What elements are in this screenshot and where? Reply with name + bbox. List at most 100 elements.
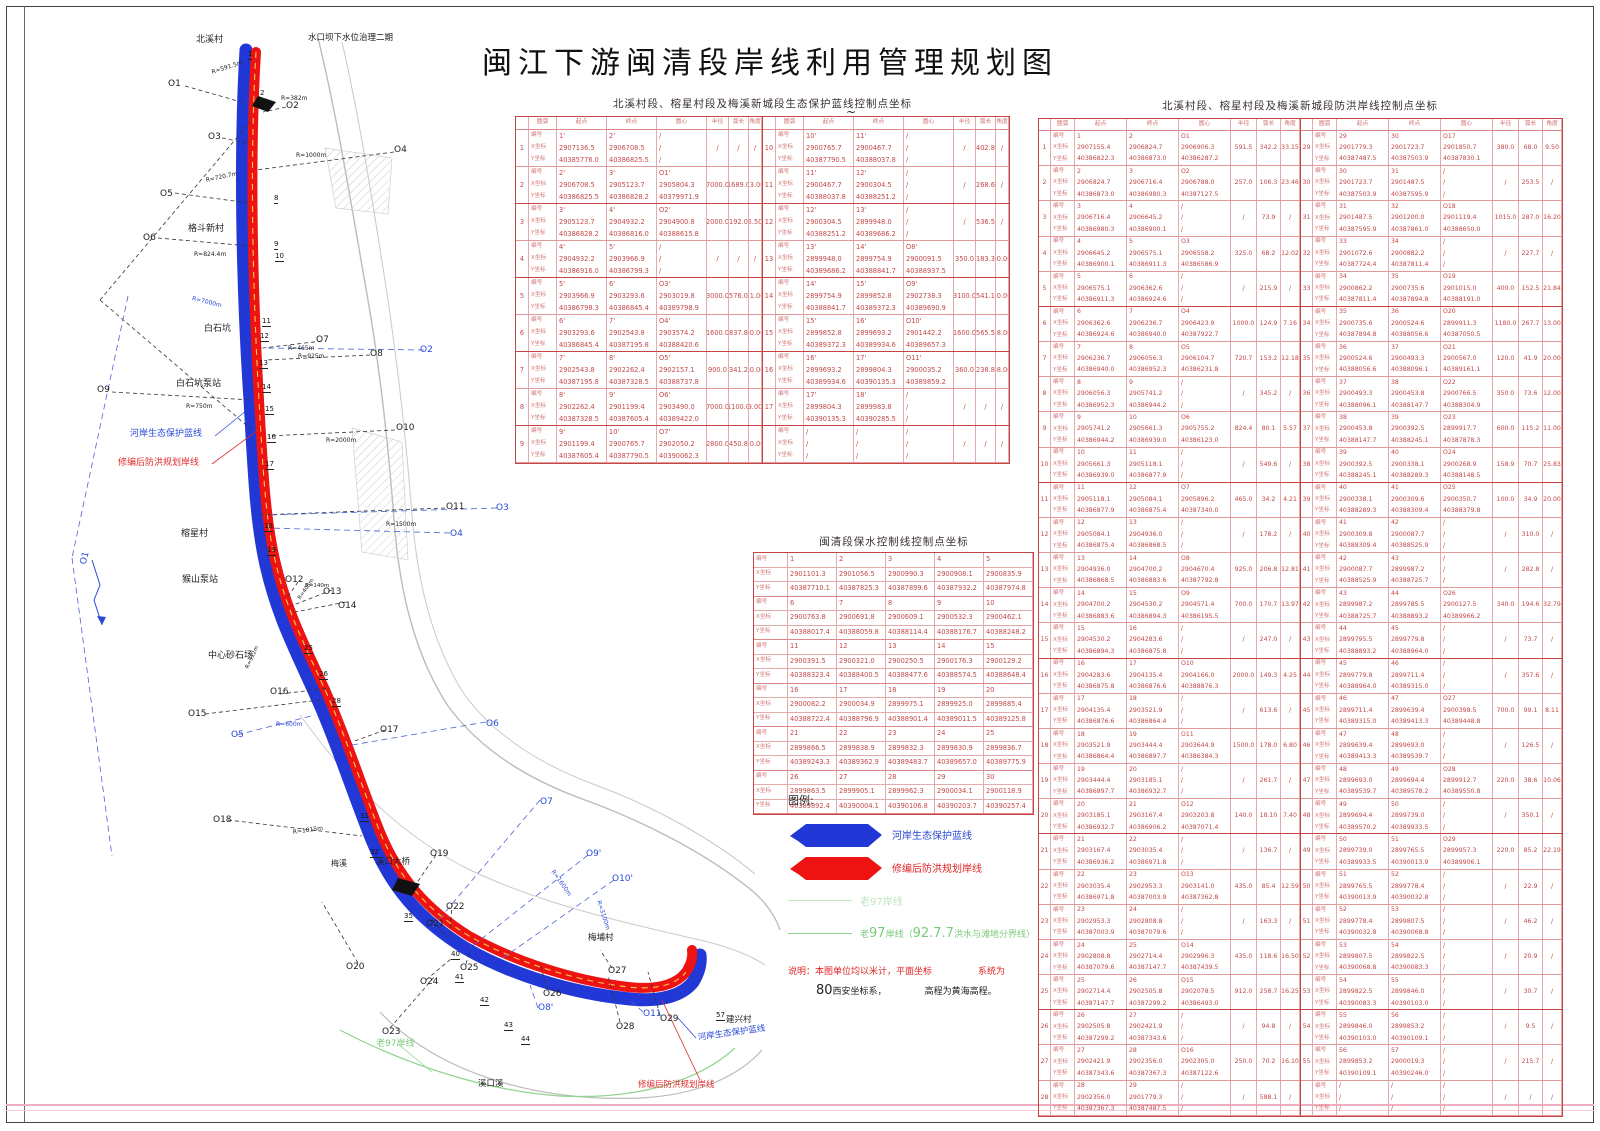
cell: O12 bbox=[1179, 799, 1231, 811]
cell: 2906362.6 bbox=[1127, 283, 1179, 295]
leader-line bbox=[321, 901, 359, 964]
cell: 34.9 bbox=[1519, 482, 1543, 517]
cell: 编号 bbox=[1313, 553, 1337, 565]
cell: 2901723.7 bbox=[1389, 142, 1441, 154]
cell: 14 bbox=[935, 640, 984, 654]
cell: X坐标 bbox=[1051, 494, 1075, 506]
cell: 编号 bbox=[1313, 236, 1337, 248]
cell: 弧长 bbox=[729, 117, 749, 129]
cell: Y坐标 bbox=[1313, 505, 1337, 517]
cell: 2900118.9 bbox=[984, 785, 1033, 799]
cell: 16 bbox=[763, 352, 776, 388]
cell: 2903203.8 bbox=[1179, 810, 1231, 823]
green-line-icon bbox=[788, 933, 852, 934]
cell: 角度 bbox=[749, 117, 762, 129]
cell: / bbox=[1441, 259, 1493, 271]
cell: 1015.0 bbox=[1493, 201, 1519, 236]
map-label: 26 bbox=[319, 670, 328, 680]
cell: 435.0 bbox=[1231, 939, 1257, 975]
cell: X坐标 bbox=[1313, 775, 1337, 787]
cell: X坐标 bbox=[1313, 634, 1337, 647]
cell: 49 bbox=[1337, 799, 1389, 811]
cell: Y坐标 bbox=[1051, 646, 1075, 658]
map-label: 41 bbox=[455, 973, 464, 983]
cell: 40379971.9 bbox=[657, 191, 707, 203]
cell: 106.3 bbox=[1257, 166, 1281, 201]
map-label: O26 bbox=[543, 989, 562, 999]
cell: 18 bbox=[1075, 728, 1127, 741]
cell: 40388648.4 bbox=[984, 669, 1033, 683]
leader-line bbox=[415, 854, 437, 885]
cell: 17 bbox=[1075, 693, 1127, 706]
map-label: O6 bbox=[143, 233, 156, 243]
cell: 2901200.0 bbox=[1389, 212, 1441, 225]
cell: 2904571.4 bbox=[1179, 599, 1231, 612]
cell: 21.84 bbox=[1543, 271, 1562, 306]
cell: 2906236.7 bbox=[1075, 353, 1127, 365]
map-label: O21 bbox=[426, 919, 445, 929]
legend-label: 修编后防洪规划岸线 bbox=[892, 864, 982, 875]
cell: 40387079.6 bbox=[1075, 962, 1127, 975]
cell: 2900766.5 bbox=[1441, 388, 1493, 400]
cell: 29 bbox=[1337, 131, 1389, 143]
cell: / bbox=[707, 130, 729, 166]
cell: X坐标 bbox=[1313, 564, 1337, 576]
cell: 7 bbox=[1075, 342, 1127, 354]
cell: / bbox=[904, 191, 954, 203]
map-label: 57 bbox=[716, 1011, 725, 1021]
cell: 2902078.5 bbox=[1179, 986, 1231, 998]
cell: 2899739.0 bbox=[1337, 845, 1389, 858]
leader-line bbox=[499, 879, 615, 961]
cell: 536.5 bbox=[976, 204, 996, 240]
cell: 40388876.3 bbox=[1179, 681, 1231, 693]
cell: 4 bbox=[935, 553, 984, 567]
leader-line bbox=[255, 151, 395, 171]
cell: 40390106.8 bbox=[886, 799, 935, 813]
cell: 40388289.3 bbox=[1337, 505, 1389, 517]
cell: Y坐标 bbox=[1313, 294, 1337, 306]
map-label: 建兴村 bbox=[726, 1015, 752, 1025]
cell: 22 bbox=[1039, 869, 1051, 904]
cell: / bbox=[1179, 834, 1231, 846]
cell: 40388525.9 bbox=[1389, 540, 1441, 553]
cell: 52 bbox=[1337, 904, 1389, 917]
cell: X坐标 bbox=[1313, 494, 1337, 506]
cell: 编号 bbox=[529, 426, 557, 438]
cell: X坐标 bbox=[1051, 247, 1075, 260]
cell: 7.40 bbox=[1281, 799, 1300, 834]
cell: O1' bbox=[657, 167, 707, 179]
leader-lines bbox=[71, 85, 701, 1081]
cell: 215.7 bbox=[1519, 1045, 1543, 1080]
leader-line bbox=[469, 854, 589, 949]
cell: 40388400.5 bbox=[837, 669, 886, 683]
cell: 2902808.8 bbox=[1127, 916, 1179, 928]
cell: 2904530.2 bbox=[1127, 599, 1179, 612]
cell: 30.00 bbox=[749, 315, 762, 351]
cell: / bbox=[1441, 634, 1493, 647]
cell: 465.0 bbox=[1231, 482, 1257, 517]
cell: 2904135.4 bbox=[1127, 669, 1179, 682]
cell: 325.0 bbox=[1231, 236, 1257, 271]
cell: / bbox=[1281, 201, 1300, 236]
cell: 2900609.1 bbox=[886, 611, 935, 625]
cell: 40386894.3 bbox=[1127, 611, 1179, 623]
cell: Y坐标 bbox=[776, 339, 804, 351]
cell: 半径 bbox=[1231, 119, 1257, 130]
cell: / bbox=[1543, 728, 1562, 764]
cell: 8 bbox=[1127, 342, 1179, 354]
cell: 2899765.5 bbox=[1389, 845, 1441, 858]
cell: X坐标 bbox=[1051, 458, 1075, 471]
bridge-icon bbox=[392, 878, 420, 896]
cell: / bbox=[904, 389, 954, 401]
boundary-yellow-dash bbox=[251, 51, 687, 989]
cell: 6 bbox=[1075, 306, 1127, 319]
cell: O27 bbox=[1441, 693, 1493, 706]
cell: / bbox=[1441, 1056, 1493, 1069]
cell: 11 bbox=[788, 640, 837, 654]
cell: 29 bbox=[1301, 131, 1313, 166]
map-label: R=750m bbox=[186, 403, 213, 410]
cell: 7 bbox=[1039, 342, 1051, 377]
cell: 40389934.6 bbox=[804, 376, 854, 388]
